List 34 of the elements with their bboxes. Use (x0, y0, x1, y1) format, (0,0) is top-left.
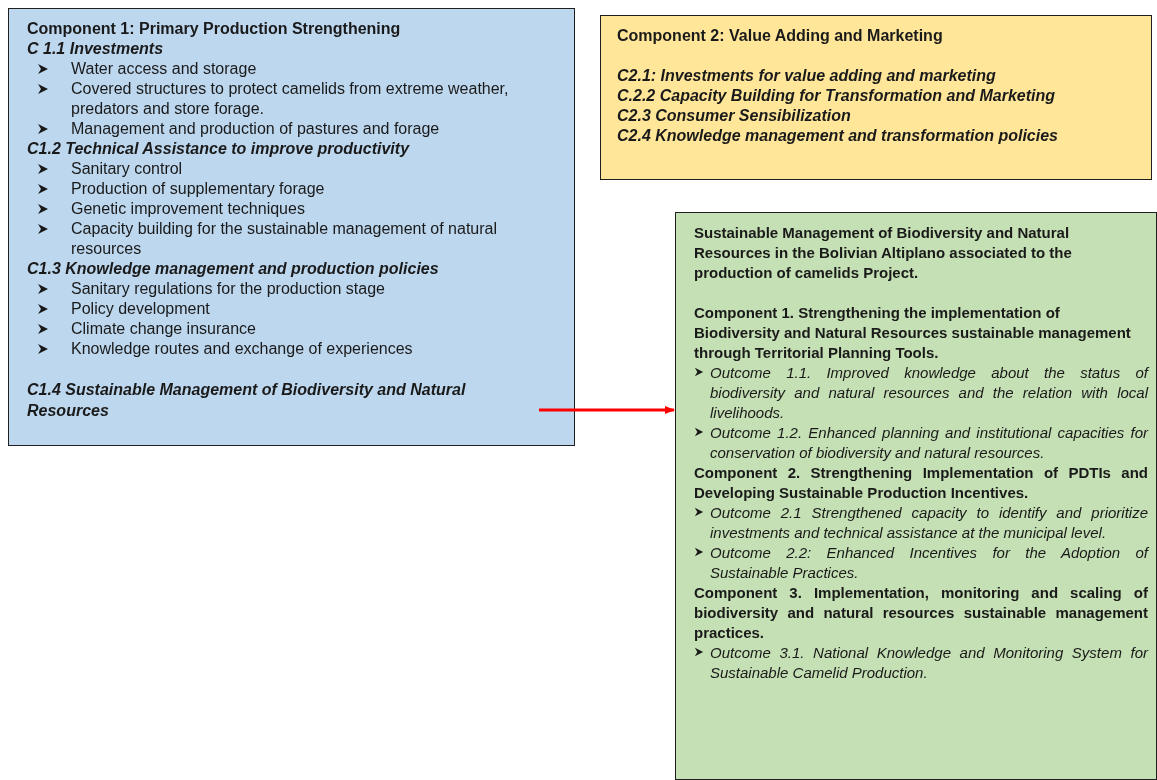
list-item-text: Sanitary regulations for the production stage (71, 279, 385, 299)
heading-text: Sustainable Management of Biodiversity and Natural Resources in the Bolivian Altiplano associated to the production of camelids Project. (694, 223, 1073, 283)
list-item-text: Water access and storage (71, 59, 257, 79)
heading-text: Component 3. Implementation, monitoring and scaling of biodiversity and natural resources sustainable management practices. (694, 583, 1148, 643)
heading-text: Component 2: Value Adding and Marketing (617, 26, 944, 46)
outcome-text: Outcome 2.2: Enhanced Incentives for the Adoption of Sustainable Practices. (710, 543, 1148, 583)
component-box (8, 8, 575, 446)
sub-component-text: C1.4 Sustainable Management of Biodiversity and Natural Resources (27, 379, 527, 421)
list-item-text: Covered structures to protect camelids from extreme weather, predators and store forage. (71, 79, 510, 119)
outcome-text: Outcome 3.1. National Knowledge and Monitoring System for Sustainable Camelid Production. (710, 643, 1148, 683)
outcome-text: Outcome 1.2. Enhanced planning and institutional capacities for conservation of biodiversity and natural resources. (710, 423, 1148, 463)
arrow (539, 406, 675, 414)
component-box (600, 15, 1152, 180)
list-item-text: Climate change insurance (71, 319, 256, 339)
component-box (675, 212, 1157, 780)
heading-text: Component 1. Strengthening the implementation of Biodiversity and Natural Resources sustainable management through Territorial Planning Tools. (694, 303, 1132, 363)
list-item-text: Policy development (71, 299, 210, 319)
heading-text: Component 1: Primary Production Strengthening (27, 19, 402, 39)
list-item-text: Management and production of pastures and forage (71, 119, 440, 139)
subheading-text: C2.3 Consumer Sensibilization (617, 106, 852, 126)
subheading-text: C 1.1 Investments (27, 39, 165, 59)
subheading-text: C1.3 Knowledge management and production policies (27, 259, 440, 279)
list-item-text: Sanitary control (71, 159, 183, 179)
list-item-text: Knowledge routes and exchange of experiences (71, 339, 413, 359)
list-item-text: Capacity building for the sustainable management of natural resources (71, 219, 499, 259)
heading-text: Component 2. Strengthening Implementation of PDTIs and Developing Sustainable Production Incentives. (694, 463, 1148, 503)
outcome-text: Outcome 2.1 Strengthened capacity to identify and prioritize investments and technical assistance at the municipal level. (710, 503, 1148, 543)
list-item-text: Production of supplementary forage (71, 179, 325, 199)
subheading-text: C2.4 Knowledge management and transformation policies (617, 126, 1059, 146)
list-item-text: Genetic improvement techniques (71, 199, 305, 219)
subheading-text: C2.1: Investments for value adding and marketing (617, 66, 997, 86)
subheading-text: C.2.2 Capacity Building for Transformation and Marketing (617, 86, 1056, 106)
outcome-text: Outcome 1.1. Improved knowledge about the status of biodiversity and natural resources and the relation with local livelihoods. (710, 363, 1148, 423)
subheading-text: C1.2 Technical Assistance to improve productivity (27, 139, 411, 159)
